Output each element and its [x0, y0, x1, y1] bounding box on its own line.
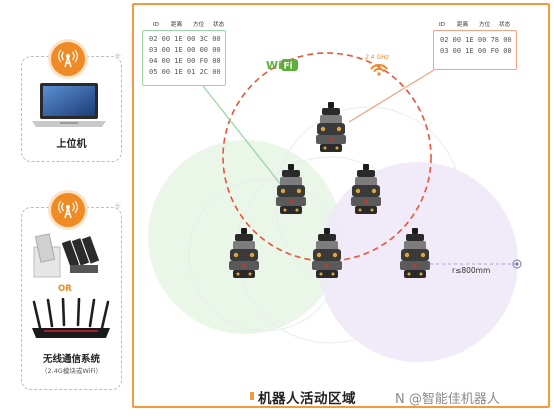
robot-activity-area-frame — [132, 3, 550, 408]
wifi-icon-text-fi: Fi — [284, 62, 293, 72]
host-computer-label: 上位机 — [56, 139, 87, 150]
router-icon — [28, 297, 114, 344]
or-label: OR — [58, 284, 72, 294]
left-table-pointer-line — [202, 85, 283, 187]
robot-mid-left — [276, 164, 306, 214]
right-robot-table: ID 距离 方位 状态 — [433, 20, 519, 31]
left-robot-table: ID 距离 方位 状态 — [147, 20, 233, 31]
left-header-id: ID — [153, 22, 159, 28]
laptop-icon — [30, 82, 108, 134]
title-bullet — [250, 392, 254, 400]
range-endpoint-center — [515, 262, 519, 266]
watermark: N @智能佳机器人 — [395, 392, 500, 407]
right-table-pointer-line — [348, 69, 435, 123]
range-label: r≤800mm — [452, 266, 491, 275]
wireless-comm-label: 无线通信系统 — [42, 354, 100, 365]
left-table-box: 02 00 1E 00 3C 00 03 00 1E 00 00 00 04 0… — [142, 30, 226, 86]
sparkle-icon-2: ✳ — [114, 202, 122, 212]
ghz-wifi-icon: 2.4 GHz — [363, 52, 399, 80]
wifi-icon-text-wi: Wi — [266, 59, 282, 72]
right-header-id: ID — [439, 22, 445, 28]
robot-mid-right — [351, 164, 381, 214]
left-header-status: 状态 — [213, 22, 225, 28]
right-header-distance: 距离 — [457, 22, 469, 28]
robot-bottom-right — [400, 228, 430, 278]
right-table-row: 03 00 1E 00 F0 00 — [440, 47, 512, 55]
right-table-row: 02 00 1E 00 78 00 — [440, 36, 512, 44]
wifi-icon: Wi Fi — [264, 57, 300, 77]
left-header-bearing: 方位 — [193, 22, 205, 28]
left-table-row: 02 00 1E 00 3C 00 — [149, 35, 221, 43]
robot-top — [316, 102, 346, 152]
area-title: 机器人活动区域 — [258, 391, 356, 407]
sparkle-icon: ✳ — [114, 52, 122, 62]
signal-tower-icon-2 — [51, 193, 85, 227]
right-table-box: 02 00 1E 00 78 00 03 00 1E 00 F0 00 — [433, 30, 517, 70]
left-table-row: 05 00 1E 01 2C 00 — [149, 68, 221, 76]
robot-bottom-left — [229, 228, 259, 278]
svg-text:2.4 GHz: 2.4 GHz — [365, 54, 390, 61]
wireless-comm-sublabel: （2.4G模块或WiFi） — [40, 367, 103, 375]
right-table-header: ID 距离 方位 状态 — [439, 20, 519, 31]
left-table-row: 03 00 1E 00 00 00 — [149, 46, 221, 54]
right-header-status: 状态 — [499, 22, 511, 28]
right-header-bearing: 方位 — [479, 22, 491, 28]
left-table-header: ID 距离 方位 状态 — [153, 20, 233, 31]
range-endpoint-dot — [512, 259, 522, 269]
faint-ring-right — [274, 106, 462, 294]
left-header-distance: 距离 — [171, 22, 183, 28]
left-table-row: 04 00 1E 00 F0 00 — [149, 57, 221, 65]
rf-module-icon — [30, 227, 102, 283]
robot-bottom-center — [312, 228, 342, 278]
signal-tower-icon — [51, 42, 85, 76]
